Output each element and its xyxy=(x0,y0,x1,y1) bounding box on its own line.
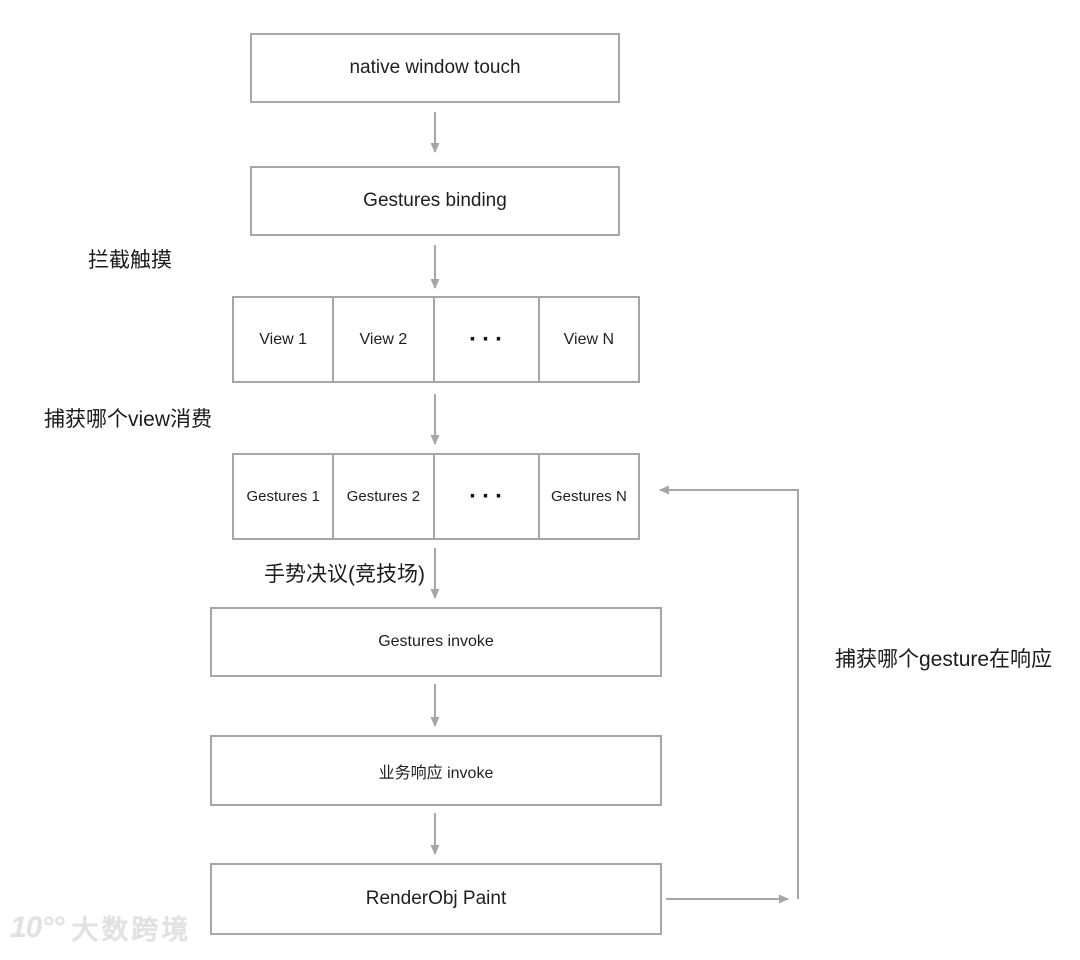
label-which-gesture-responds: 捕获哪个gesture在响应 xyxy=(835,648,1053,671)
box-gestures-binding: Gestures binding xyxy=(250,166,620,236)
gestures-cell-1: Gestures 1 xyxy=(232,453,335,540)
gestures-row: Gestures 1 Gestures 2 ··· Gestures N xyxy=(232,453,640,540)
view-cell-1: View 1 xyxy=(232,296,335,383)
arrow-loop-to-gestures-n xyxy=(659,485,799,899)
label-which-view-consumes: 捕获哪个view消费 xyxy=(44,408,213,431)
view-cell-n: View N xyxy=(537,296,640,383)
box-native-window-touch: native window touch xyxy=(250,33,620,103)
label-gesture-arena: 手势决议(竞技场) xyxy=(264,563,425,586)
gestures-cell-n: Gestures N xyxy=(537,453,640,540)
watermark-logo-icon: 10°° xyxy=(10,910,64,944)
gestures-cell-2: Gestures 2 xyxy=(332,453,435,540)
label-intercept-touch: 拦截触摸 xyxy=(88,249,172,272)
box-gestures-invoke: Gestures invoke xyxy=(210,607,662,677)
watermark-text: 大数跨境 xyxy=(71,915,192,945)
view-cell-2: View 2 xyxy=(332,296,435,383)
view-cell-ellipsis: ··· xyxy=(432,296,540,383)
view-row: View 1 View 2 ··· View N xyxy=(232,296,640,383)
watermark: 10°° 大数跨境 xyxy=(10,908,191,947)
gestures-cell-ellipsis: ··· xyxy=(432,453,540,540)
box-renderobj-paint: RenderObj Paint xyxy=(210,863,662,935)
box-business-response-invoke: 业务响应 invoke xyxy=(210,735,662,806)
